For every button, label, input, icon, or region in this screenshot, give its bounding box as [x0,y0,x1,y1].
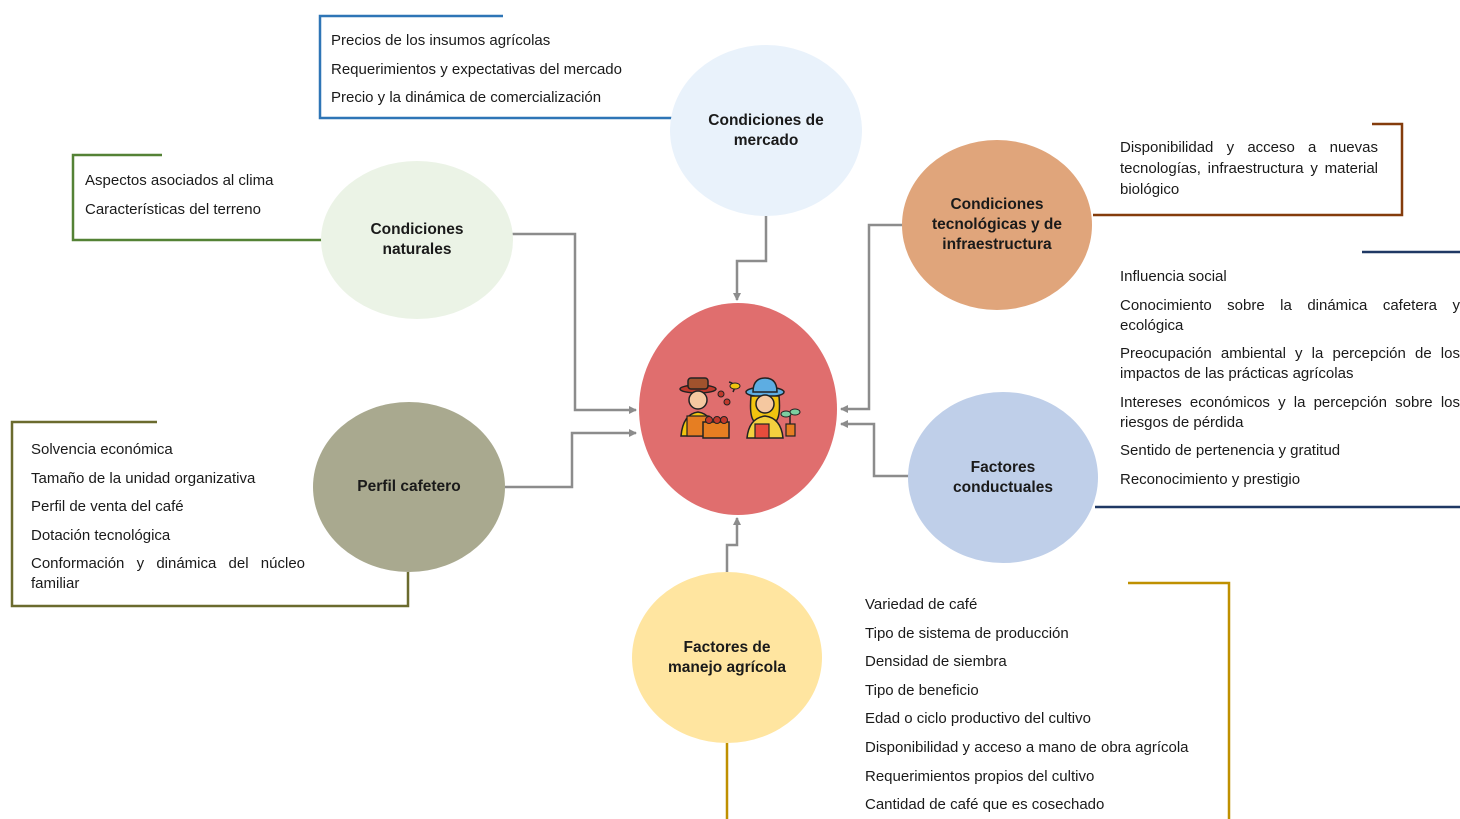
list-item: Edad o ciclo productivo del cultivo [865,710,1091,728]
list-item: Precio y la dinámica de comercialización [331,89,602,107]
frame-perfil [10,420,410,608]
list-item: Dotación tecnológica [31,526,171,544]
arrow-mercado [733,216,768,301]
list-item: Tipo de sistema de producción [865,624,1069,642]
list-item: Conformación y dinámica del núcleo famil… [31,555,305,593]
list-item: Perfil de venta del café [31,498,184,516]
arrow-manejo [725,517,741,572]
circle-label: Condiciones [950,196,1044,213]
circle-label: mercado [733,131,799,149]
list-item: Conocimiento sobre la dinámica cafetera … [1120,296,1460,334]
circle-condiciones-mercado: Condiciones de mercado [670,45,862,216]
list-item: Requerimientos propios del cultivo [865,767,1095,785]
arrow-perfil [505,429,637,489]
circle-label: Condiciones de [708,111,824,129]
list-item: Disponibilidad y acceso a nuevas tecnolo… [1120,139,1378,198]
list-item: Solvencia económica [31,441,173,458]
list-item: Disponibilidad y acceso a mano de obra a… [865,738,1189,756]
list-tecnologicas: Disponibilidad y acceso a nuevas tecnolo… [1120,137,1378,209]
list-item: Requerimientos y expectativas del mercad… [331,60,622,78]
circle-factores-manejo-agricola: Factores de manejo agrícola [632,572,822,743]
list-perfil: Solvencia económica Tamaño de la unidad … [31,440,305,603]
list-item: Influencia social [1120,268,1227,285]
circle-label: Condiciones [370,221,464,238]
arrow-tecnologicas [840,223,902,413]
list-item: Densidad de siembra [865,653,1007,671]
circle-label: Factores [970,458,1036,476]
circle-label: Factores de [683,638,771,656]
list-item: Sentido de pertenencia y gratitud [1120,442,1341,460]
center-circle [639,303,837,515]
circle-label: infraestructura [942,236,1052,253]
circle-perfil-cafetero: Perfil cafetero [313,402,505,572]
list-item: Intereses económicos y la percepción sob… [1120,393,1460,431]
circle-label: conductuales [953,478,1053,496]
list-item: Precios de los insumos agrícolas [331,32,551,49]
frame-manejo [1128,581,1231,819]
list-item: Tipo de beneficio [865,681,979,699]
list-item: Variedad de café [865,596,978,613]
circle-label: naturales [382,241,452,258]
list-item: Aspectos asociados al clima [85,172,274,189]
list-item: Reconocimiento y prestigio [1120,470,1301,488]
circle-label: tecnológicas y de [931,216,1063,233]
circle-factores-conductuales: Factores conductuales [908,392,1098,563]
circle-label: Perfil cafetero [357,478,461,495]
list-manejo: Variedad de café Tipo de sistema de prod… [865,595,1189,819]
circle-condiciones-naturales: Condiciones naturales [321,161,513,319]
circle-label: manejo agrícola [667,658,786,676]
frame-naturales [71,153,322,242]
list-mercado: Precios de los insumos agrícolas Requeri… [331,31,622,117]
list-conductuales: Influencia social Conocimiento sobre la … [1120,267,1460,499]
list-naturales: Aspectos asociados al clima Característi… [85,171,273,228]
arrow-naturales [512,232,637,414]
list-item: Cantidad de café que es cosechado [865,796,1105,814]
list-item: Tamaño de la unidad organizativa [31,469,256,487]
list-item: Características del terreno [85,200,261,218]
frame-mercado [318,14,672,120]
farmers-icon [679,377,801,439]
list-item: Preocupación ambiental y la percepción d… [1120,345,1460,383]
arrow-conductuales [840,420,909,478]
circle-condiciones-tecnologicas: Condiciones tecnológicas y de infraestruct… [902,140,1092,310]
frame-tecnologicas [1093,122,1404,217]
